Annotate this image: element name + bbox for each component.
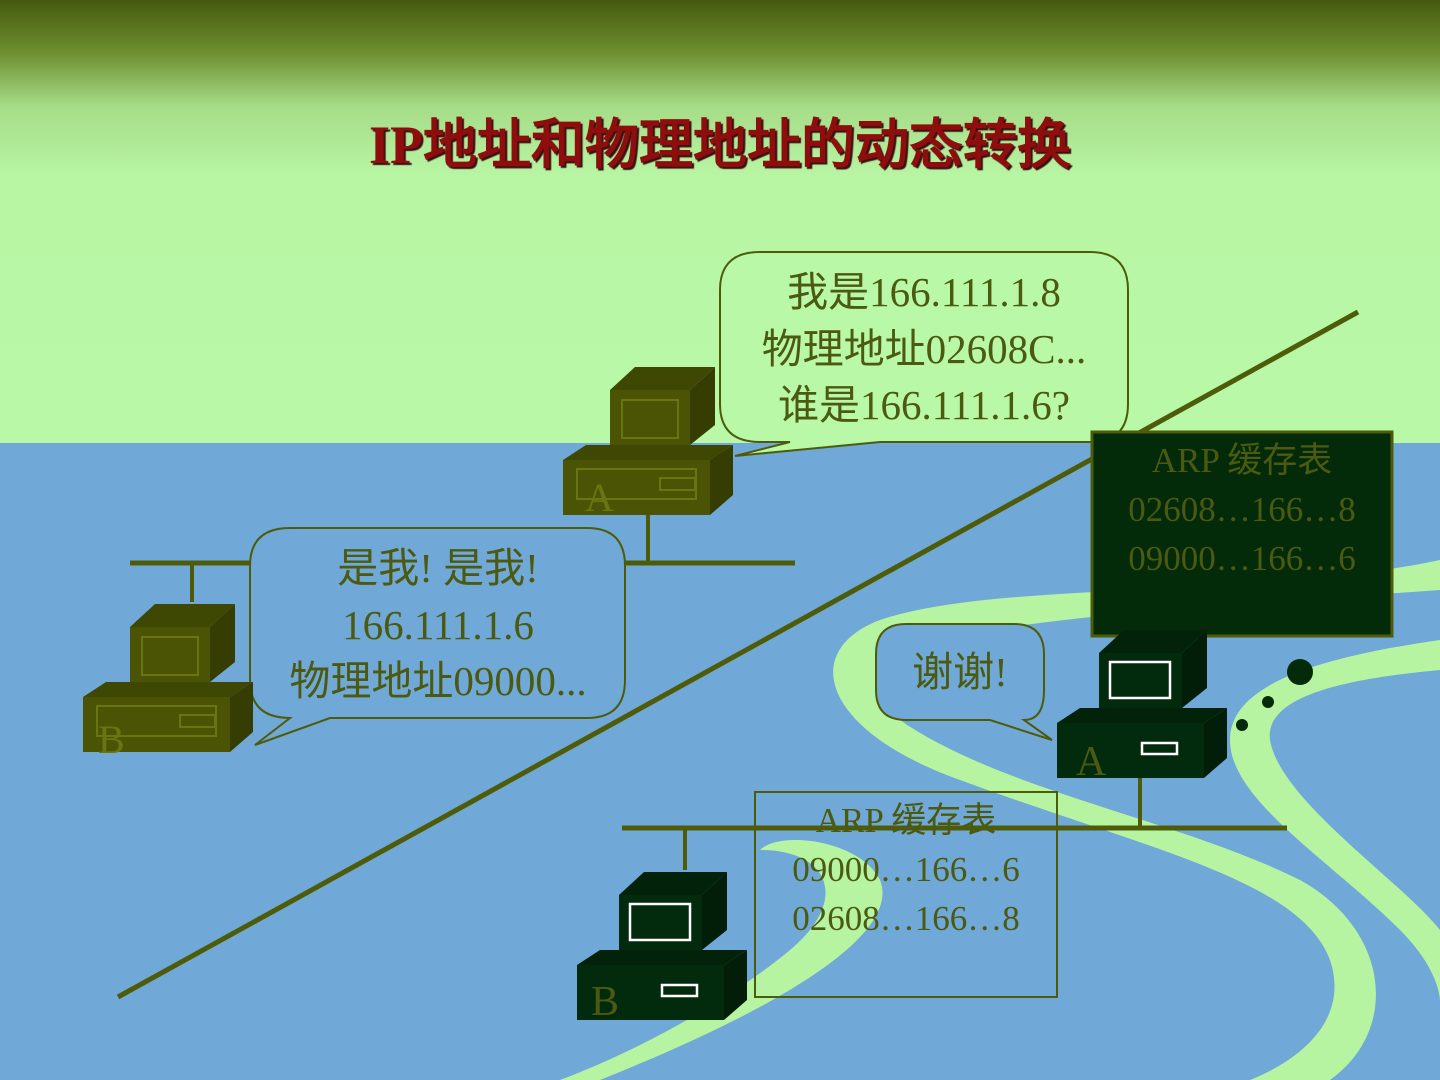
bubble-a-line: 物理地址02608C... bbox=[761, 325, 1087, 372]
arp-table-row: 02608…166…8 bbox=[792, 899, 1020, 938]
thought-dot bbox=[1236, 719, 1248, 731]
arp-table-title: ARP 缓存表 bbox=[815, 801, 997, 840]
bubble-a-text: 我是166.111.1.8 物理地址02608C... 谁是166.111.1.… bbox=[722, 264, 1126, 434]
arp-table-b-box bbox=[754, 791, 1058, 998]
bubble-b-line: 物理地址09000... bbox=[289, 658, 587, 705]
arp-table-a: ARP 缓存表 02608…166…8 09000…166…6 bbox=[1092, 436, 1392, 583]
thought-dot bbox=[1287, 659, 1313, 685]
arp-table-row: 09000…166…6 bbox=[1128, 539, 1356, 578]
swoosh-decoration bbox=[833, 560, 1440, 1080]
arp-table-b: ARP 缓存表 09000…166…6 02608…166…8 bbox=[755, 796, 1057, 943]
bubble-b-line: 166.111.1.6 bbox=[342, 601, 534, 648]
swoosh-decoration bbox=[1230, 640, 1440, 1000]
arp-table-a-box bbox=[1090, 430, 1394, 638]
computer-label: B bbox=[591, 979, 620, 1025]
arp-table-row: 02608…166…8 bbox=[1128, 490, 1356, 529]
speech-bubble-a bbox=[719, 251, 1129, 457]
bubble-b-text: 是我! 是我! 166.111.1.6 物理地址09000... bbox=[252, 540, 624, 710]
computer-label: A bbox=[1076, 739, 1107, 785]
bubble-a-line: 谁是166.111.1.6? bbox=[778, 382, 1070, 429]
speech-bubble-thanks bbox=[875, 623, 1053, 741]
bubble-thanks-text: 谢谢! bbox=[912, 649, 1008, 695]
thought-dot bbox=[1262, 696, 1274, 708]
divider-line bbox=[116, 309, 1360, 1000]
bubble-a-line: 我是166.111.1.8 bbox=[787, 269, 1061, 315]
bubble-b-line: 是我! 是我! bbox=[337, 545, 539, 591]
speech-bubble-b bbox=[249, 527, 626, 746]
computer-label: A bbox=[585, 475, 614, 520]
arp-table-row: 09000…166…6 bbox=[792, 850, 1020, 889]
computer-label: B bbox=[98, 717, 125, 762]
slide-title: IP地址和物理地址的动态转换 bbox=[369, 115, 1071, 175]
arp-table-title: ARP 缓存表 bbox=[1151, 441, 1333, 480]
swoosh-decoration bbox=[560, 840, 883, 1080]
